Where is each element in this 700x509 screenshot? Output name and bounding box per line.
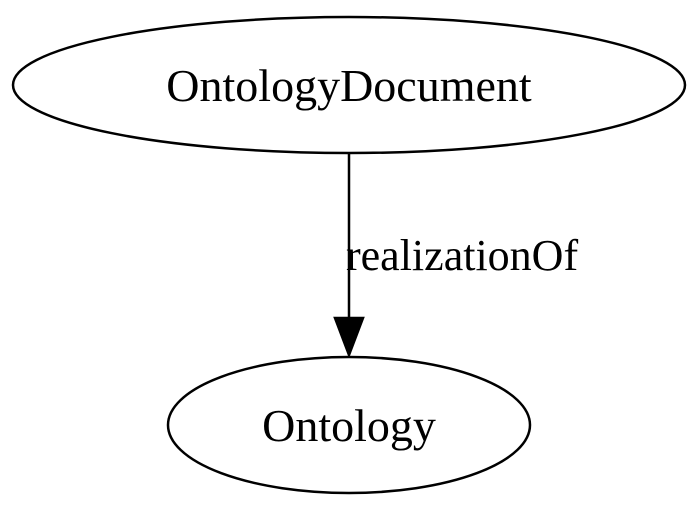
node-ontology-shape [166, 355, 532, 495]
node-ontology-document-label: OntologyDocument [166, 60, 532, 111]
node-ontology[interactable]: Ontology [166, 355, 532, 495]
node-ontology-label: Ontology [262, 400, 436, 451]
edge-realization-of[interactable]: realizationOf [333, 153, 578, 359]
node-ontology-document[interactable]: OntologyDocument [11, 15, 687, 155]
edge-realization-of-label: realizationOf [346, 231, 578, 280]
edge-realization-of-arrowhead [333, 316, 365, 359]
